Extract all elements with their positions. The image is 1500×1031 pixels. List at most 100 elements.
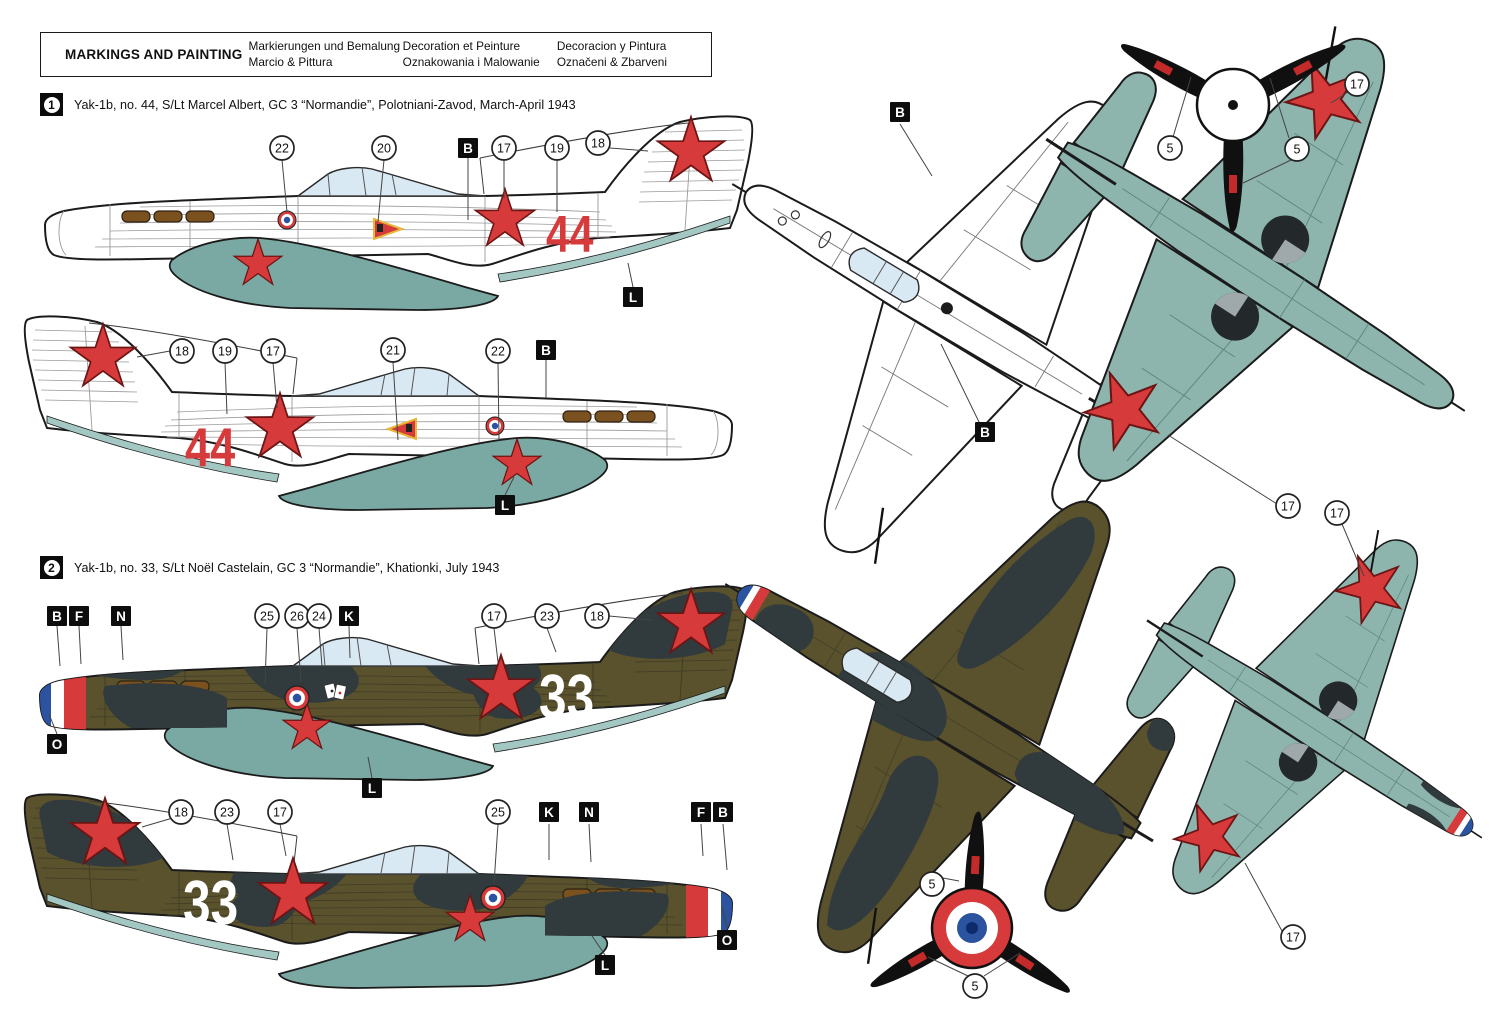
svg-text:N: N: [116, 609, 126, 624]
wheel-wells: [1278, 681, 1358, 782]
callout-B: B: [890, 102, 910, 122]
svg-text:5: 5: [1167, 141, 1174, 155]
callout-19: 19: [212, 338, 238, 364]
header-box: MARKINGS AND PAINTING Markierungen und B…: [40, 32, 712, 77]
svg-text:18: 18: [590, 609, 604, 623]
scheme2-side-profile-left: 33: [39, 586, 749, 781]
scheme1-side-profile-left: 44: [44, 116, 754, 311]
tactical-number: 33: [539, 662, 594, 732]
svg-text:5: 5: [929, 877, 936, 891]
svg-text:5: 5: [1294, 142, 1301, 156]
callout-26: 26: [284, 603, 310, 629]
header-col-fr: Decoration et Peinture Oznakowania i Mal…: [402, 38, 540, 69]
callout-17: 17: [260, 338, 286, 364]
svg-text:B: B: [895, 105, 905, 120]
callout-B: B: [536, 340, 556, 360]
callout-17: 17: [491, 135, 517, 161]
callout-23: 23: [534, 603, 560, 629]
squadron-emblem: [373, 217, 405, 241]
callout-17: 17: [481, 603, 507, 629]
callout-25: 25: [485, 799, 511, 825]
scheme-1-caption-row: 1 Yak-1b, no. 44, S/Lt Marcel Albert, GC…: [40, 93, 576, 116]
svg-text:K: K: [344, 609, 354, 624]
svg-text:20: 20: [377, 141, 391, 155]
callout-L: L: [362, 778, 382, 798]
svg-text:25: 25: [491, 805, 505, 819]
svg-text:17: 17: [1350, 77, 1364, 91]
svg-text:L: L: [501, 498, 509, 513]
svg-text:B: B: [463, 141, 473, 156]
callout-K: K: [339, 606, 359, 626]
callout-22: 22: [269, 135, 295, 161]
callout-25: 25: [254, 603, 280, 629]
svg-text:17: 17: [487, 609, 501, 623]
svg-text:L: L: [629, 290, 637, 305]
svg-text:17: 17: [266, 344, 280, 358]
svg-text:17: 17: [1330, 506, 1344, 520]
scheme-2-caption: Yak-1b, no. 33, S/Lt Noël Castelain, GC …: [74, 560, 500, 575]
scheme-2-number-badge: 2: [40, 556, 63, 579]
tricolor-nose: [40, 668, 86, 736]
callout-O: O: [47, 734, 67, 754]
header-col-de: Markierungen und Bemalung Marcio & Pittu…: [248, 38, 401, 69]
svg-text:17: 17: [1281, 499, 1295, 513]
svg-text:F: F: [697, 805, 705, 820]
underside-view-2: [1034, 447, 1500, 1011]
callout-F: F: [69, 606, 89, 626]
scheme-1-caption: Yak-1b, no. 44, S/Lt Marcel Albert, GC 3…: [74, 97, 576, 112]
scheme-1-number-badge: 1: [40, 93, 63, 116]
playing-cards-emblem: [323, 682, 347, 701]
callout-B: B: [713, 802, 733, 822]
callout-N: N: [579, 802, 599, 822]
callout-B: B: [975, 422, 995, 442]
callout-17: 17: [1275, 493, 1301, 519]
tactical-number: 33: [183, 868, 238, 938]
french-roundel: [284, 685, 310, 711]
callout-23: 23: [214, 799, 240, 825]
svg-text:17: 17: [1286, 930, 1300, 944]
svg-text:N: N: [584, 805, 594, 820]
svg-text:19: 19: [218, 344, 232, 358]
callout-18: 18: [585, 130, 611, 156]
tactical-number: 44: [185, 416, 235, 478]
svg-text:23: 23: [540, 609, 554, 623]
callout-B: B: [47, 606, 67, 626]
svg-text:26: 26: [290, 609, 304, 623]
svg-text:B: B: [718, 805, 728, 820]
svg-text:22: 22: [491, 344, 505, 358]
svg-text:17: 17: [497, 141, 511, 155]
callout-B: B: [458, 138, 478, 158]
svg-text:25: 25: [260, 609, 274, 623]
scheme2-top-view: [592, 362, 1286, 1031]
callout-5: 5: [1284, 136, 1310, 162]
underside-view-1: [905, 0, 1500, 628]
scheme1-side-profile-right: 44: [23, 316, 733, 511]
svg-text:22: 22: [275, 141, 289, 155]
french-roundel: [277, 210, 297, 230]
svg-text:O: O: [52, 737, 63, 752]
svg-text:21: 21: [386, 343, 400, 357]
callout-17: 17: [1344, 71, 1370, 97]
svg-text:B: B: [980, 425, 990, 440]
tricolor-nose: [686, 876, 732, 944]
scheme-2-caption-row: 2 Yak-1b, no. 33, S/Lt Noël Castelain, G…: [40, 556, 499, 579]
callout-22: 22: [485, 338, 511, 364]
callout-18: 18: [584, 603, 610, 629]
callout-17: 17: [1324, 500, 1350, 526]
svg-text:O: O: [722, 933, 733, 948]
page-title: MARKINGS AND PAINTING: [65, 47, 243, 62]
svg-text:B: B: [52, 609, 62, 624]
svg-text:24: 24: [312, 609, 326, 623]
callout-17: 17: [1280, 924, 1306, 950]
callout-19: 19: [544, 135, 570, 161]
callout-17: 17: [267, 799, 293, 825]
callout-18: 18: [168, 799, 194, 825]
callout-L: L: [595, 955, 615, 975]
tactical-number: 44: [546, 206, 594, 264]
propeller-tricolor-spinner: [866, 810, 1076, 1000]
header-col-es: Decoracion y Pintura Označeni & Zbarveni: [556, 38, 667, 69]
wheel-wells: [1211, 215, 1310, 341]
callout-24: 24: [306, 603, 332, 629]
french-roundel: [485, 416, 505, 436]
